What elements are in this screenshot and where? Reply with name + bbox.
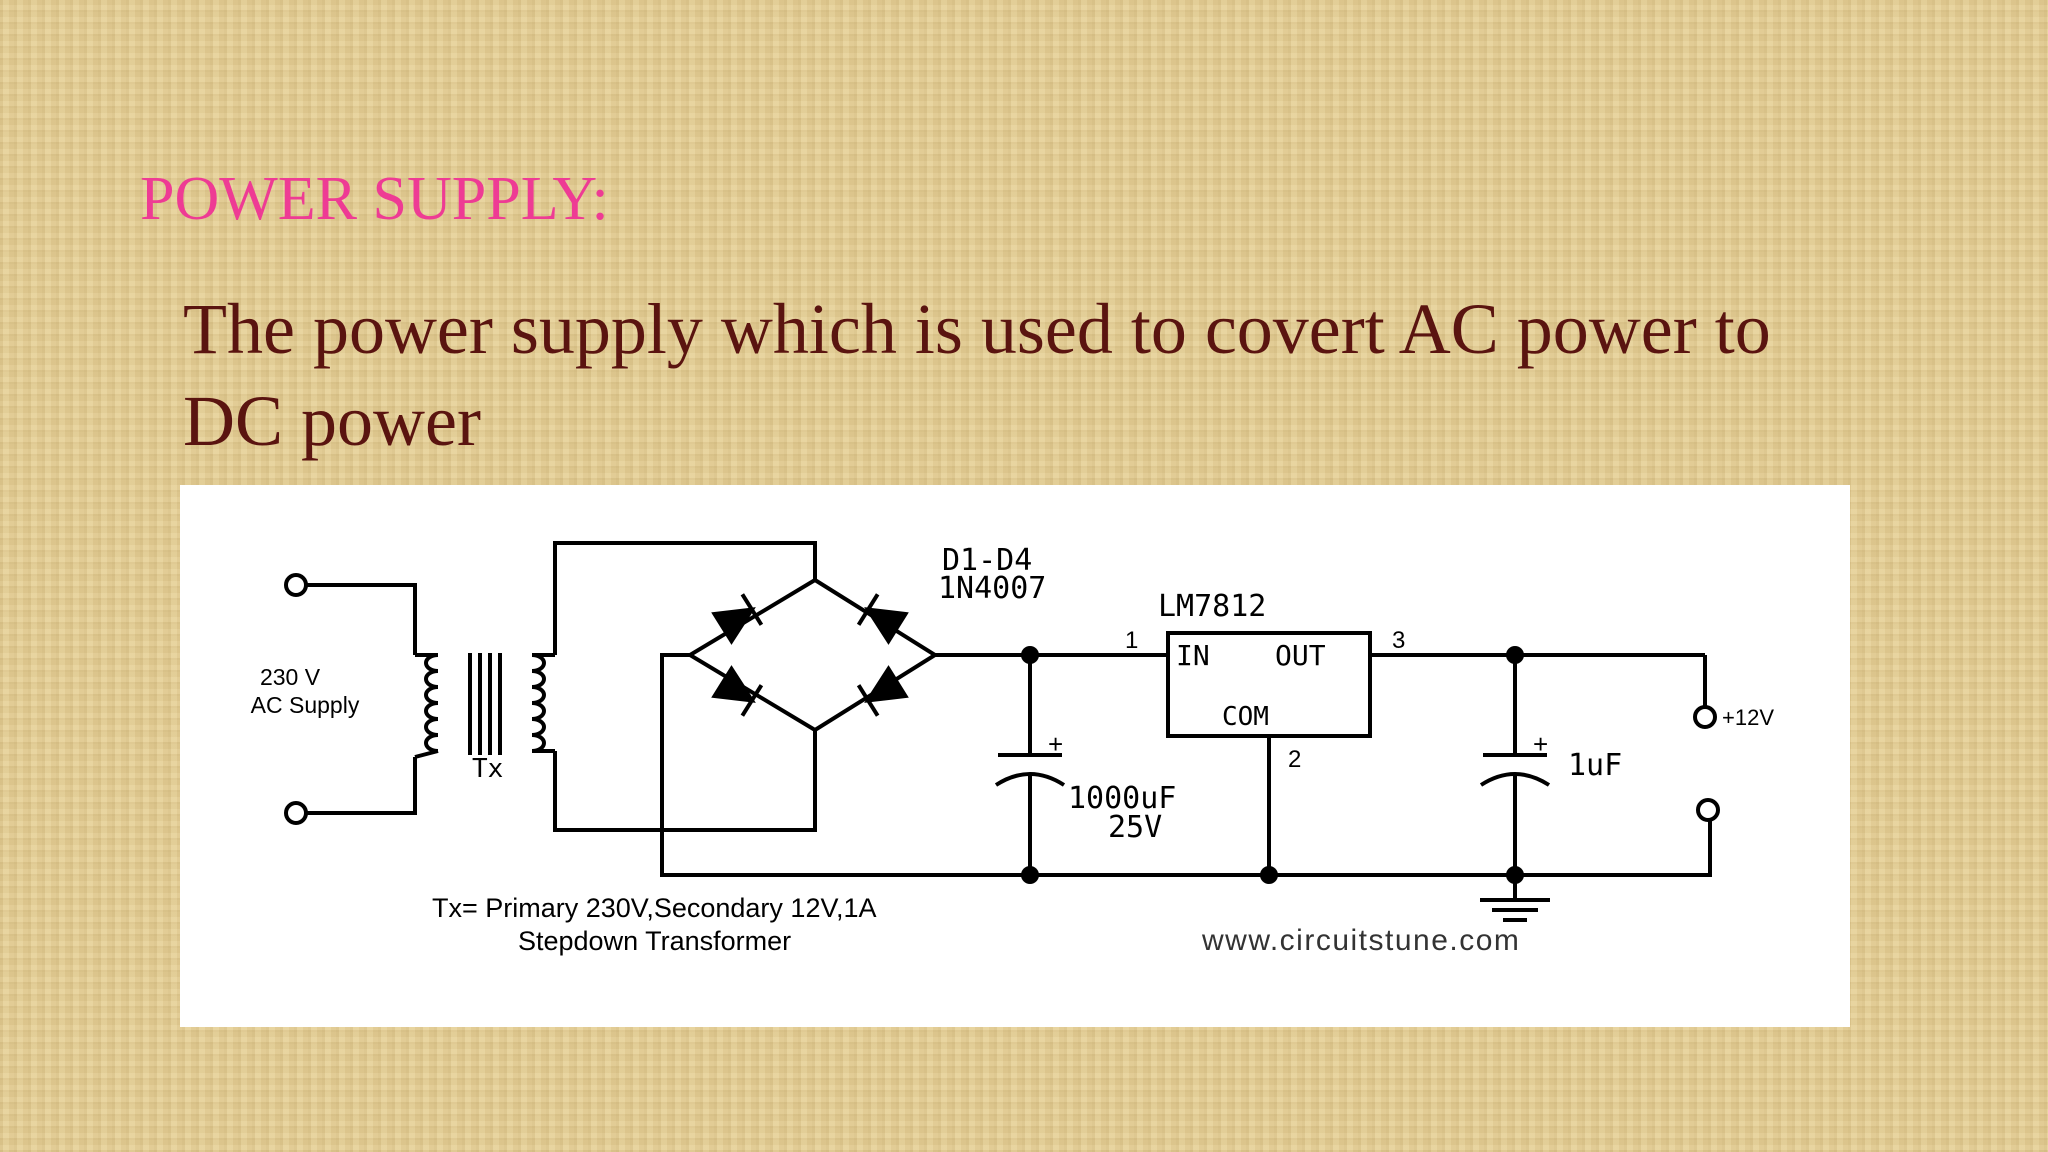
junction-dots [1021,646,1524,884]
bridge-rectifier [686,577,939,733]
diodes-part-label: 1N4007 [938,571,1046,606]
slide-title: POWER SUPPLY: [140,165,609,233]
pin-in-number: 1 [1125,627,1138,654]
output-terminal-negative [1696,798,1720,822]
diode-d2 [856,593,909,645]
filter-capacitor [994,655,1066,875]
transformer-label: Tx [472,754,503,784]
diode-d1 [711,593,764,645]
cap1-polarity: + [1048,729,1063,759]
diodes-label: D1-D4 [942,543,1032,578]
junction-dot [1260,866,1278,884]
junction-dot [1506,866,1524,884]
output-voltage-label: +12V [1722,705,1774,730]
negative-rail-wire [660,653,1712,877]
cap2-capacitance: 1uF [1568,748,1622,783]
ac-input-terminal-top [284,573,308,597]
circuit-diagram-panel: 230 V AC Supply Tx D1-D4 1N4007 LM7812 1… [180,485,1850,1027]
pin-com-label: COM [1222,702,1269,732]
rectifier-diodes [711,593,909,717]
diode-d4 [856,665,909,717]
ac-input-wires [306,583,417,815]
cap1-capacitance: 1000uF [1068,781,1176,816]
pin-com-number: 2 [1288,746,1301,773]
diode-d3 [711,665,764,717]
cap2-polarity: + [1533,729,1548,759]
pin-out-number: 3 [1392,627,1405,654]
supply-voltage-label: 230 V [260,664,321,690]
junction-dot [1021,646,1039,664]
junction-dot [1506,646,1524,664]
transformer-symbol [414,653,555,759]
power-supply-circuit-diagram: 230 V AC Supply Tx D1-D4 1N4007 LM7812 1… [251,541,1774,957]
junction-dot [1021,866,1039,884]
cap1-voltage: 25V [1108,810,1162,845]
regulator-label: LM7812 [1158,589,1266,624]
transformer-type-note: Stepdown Transformer [518,926,791,956]
ac-input-terminal-bottom [284,801,308,825]
slide-body-text: The power supply which is used to covert… [183,289,1771,461]
source-website: www.circuitstune.com [1201,924,1520,957]
output-terminal-positive [1693,705,1717,729]
secondary-wires [553,541,817,832]
transformer-spec-note: Tx= Primary 230V,Secondary 12V,1A [432,893,877,923]
output-capacitor [1479,655,1551,875]
pin-in-label: IN [1176,639,1210,672]
pin-out-label: OUT [1275,639,1326,672]
supply-type-label: AC Supply [251,692,360,718]
